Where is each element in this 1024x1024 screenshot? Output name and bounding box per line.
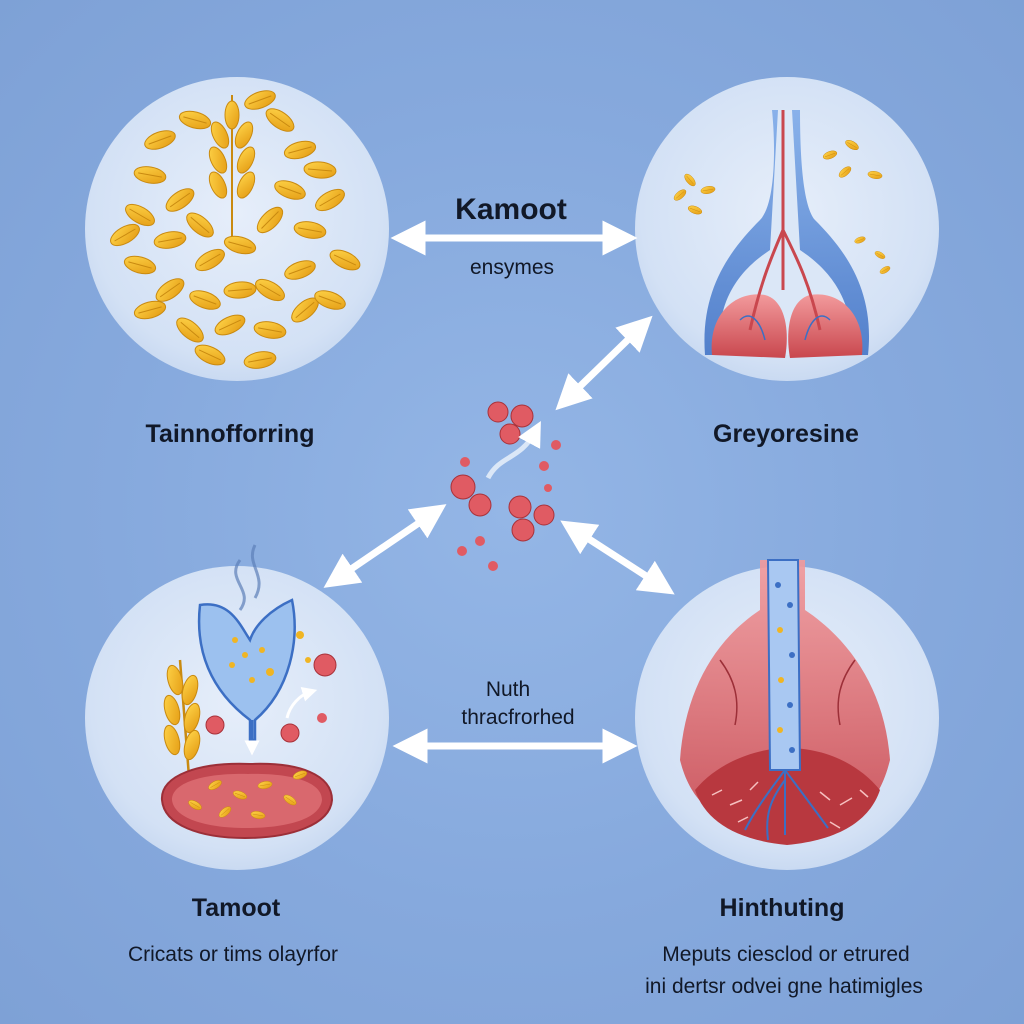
arrow-center-to-bottom-right bbox=[560, 520, 675, 595]
label-middle-line1: Nuth bbox=[485, 678, 531, 701]
label-top-left: Tainnofforring bbox=[145, 420, 315, 448]
label-bottom-right: Hinthuting bbox=[719, 894, 845, 922]
label-bottom-left: Tamoot bbox=[191, 894, 281, 922]
label-top-title: Kamoot bbox=[455, 193, 567, 226]
stomach-organ-icon bbox=[671, 110, 892, 358]
label-top-subtitle: ensymes bbox=[469, 256, 555, 279]
arrow-center-to-top-right bbox=[555, 315, 653, 411]
caption-bottom-left: Cricats or tims olayrfor bbox=[127, 943, 339, 966]
wheat-grains-icon bbox=[106, 86, 364, 372]
digestion-funnel-icon bbox=[160, 544, 337, 840]
label-middle-line2: thracfrorhed bbox=[461, 706, 575, 729]
caption-bottom-right-line1: Meputs ciesclod or etrured bbox=[662, 943, 910, 966]
arrow-center-to-bottom-left bbox=[323, 504, 447, 588]
caption-bottom-right-line2: ini dertsr odvei gne hatimigles bbox=[645, 975, 923, 998]
intestine-tissue-icon bbox=[680, 559, 890, 845]
molecules-icon bbox=[450, 401, 561, 571]
label-top-right: Greyoresine bbox=[713, 420, 859, 448]
